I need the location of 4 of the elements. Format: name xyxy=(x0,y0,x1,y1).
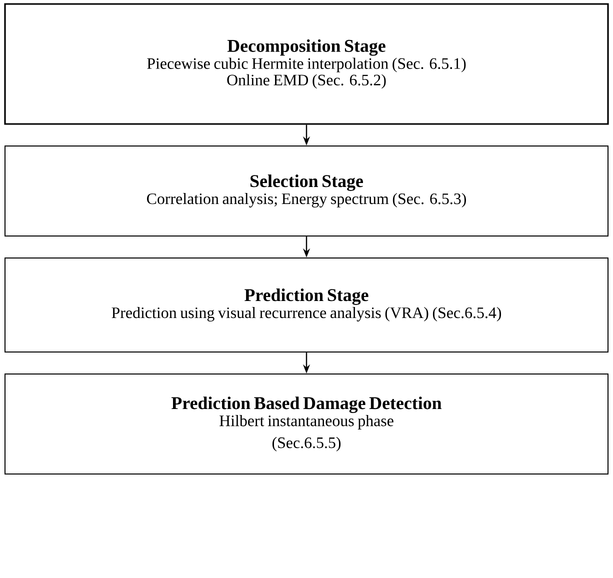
stage-box: Decomposition Stage Piecewise cubic Hermite interpolation (Sec. 6.5.1) Online EMD (Sec. 6.5.2) xyxy=(4,3,609,125)
stage-box: Selection Stage Correlation analysis; Energy spectrum (Sec. 6.5.3) xyxy=(4,146,608,236)
stage-box: Prediction Based Damage Detection Hilbert instantaneous phase (Sec.6.5.5) xyxy=(4,374,608,474)
stage-box: Prediction Stage Prediction using visual recurrence analysis (VRA) (Sec.6.5.4) xyxy=(4,258,608,352)
